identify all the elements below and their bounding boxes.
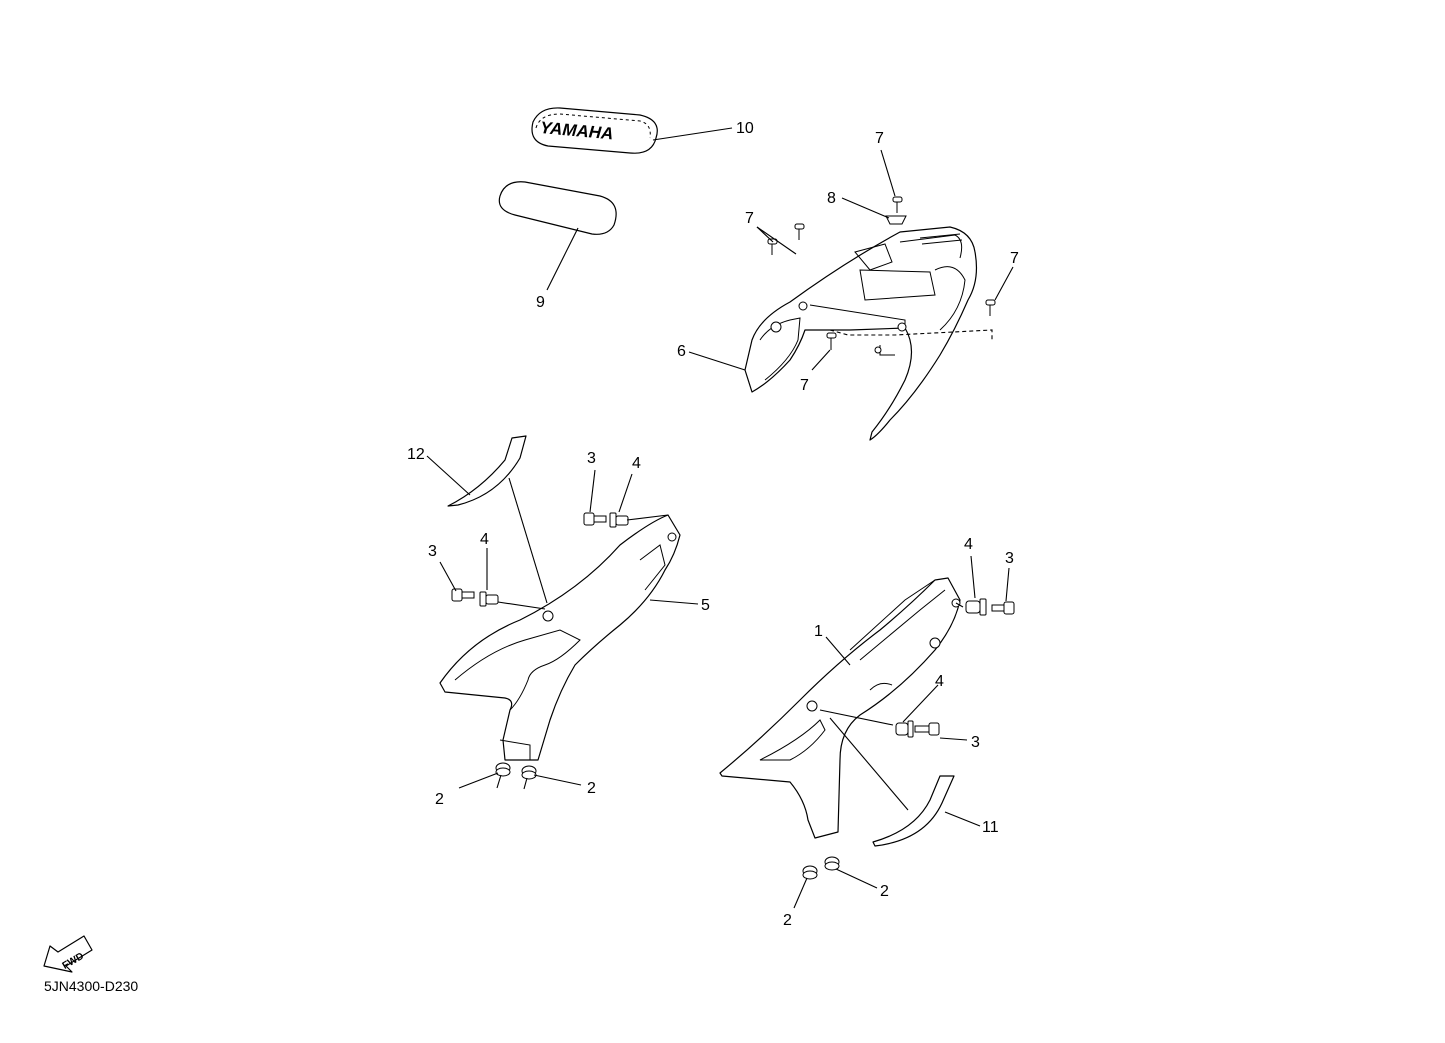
grommet-2-d[interactable]	[824, 856, 840, 871]
callout-10[interactable]: 10	[736, 120, 754, 137]
part-1-right-side-cover[interactable]	[719, 577, 961, 839]
callout-5[interactable]: 5	[701, 597, 710, 614]
callout-7-left[interactable]: 7	[745, 210, 754, 227]
callout-4-left-lower[interactable]: 4	[480, 531, 489, 548]
collar-4-left-lower[interactable]	[479, 591, 499, 607]
callout-7-bottom[interactable]: 7	[800, 377, 809, 394]
callout-12[interactable]: 12	[407, 446, 425, 463]
callout-2-a[interactable]: 2	[435, 791, 444, 808]
bolt-3-left-lower[interactable]	[451, 588, 475, 602]
callout-4-right-upper[interactable]: 4	[964, 536, 973, 553]
bolt-3-left-upper[interactable]	[583, 512, 607, 526]
screw-7-b[interactable]	[794, 223, 805, 240]
part-6-rear-cowl[interactable]	[744, 226, 978, 441]
callout-2-d[interactable]: 2	[783, 912, 792, 929]
grommet-2-c[interactable]	[802, 865, 818, 880]
grommet-2-a[interactable]	[495, 762, 511, 777]
nut-8[interactable]	[885, 215, 907, 225]
callout-2-b[interactable]: 2	[587, 780, 596, 797]
callout-1[interactable]: 1	[814, 623, 823, 640]
callout-8[interactable]: 8	[827, 190, 836, 207]
callout-7-top[interactable]: 7	[875, 130, 884, 147]
part-5-left-side-cover[interactable]	[439, 514, 681, 761]
callout-2-c[interactable]: 2	[880, 883, 889, 900]
callout-4-left-upper[interactable]: 4	[632, 455, 641, 472]
callout-3-left-upper[interactable]: 3	[587, 450, 596, 467]
bolt-3-right-upper[interactable]	[991, 601, 1015, 615]
part-9-gasket[interactable]	[498, 181, 617, 235]
part-10-emblem[interactable]: YAMAHA	[531, 107, 658, 154]
collar-4-right-upper[interactable]	[965, 598, 987, 616]
fwd-arrow-icon: FWD	[43, 935, 93, 973]
grommet-2-b[interactable]	[521, 765, 537, 780]
fasteners	[451, 196, 1015, 880]
callout-labels: 10 9 7 8 7 7 6 7 12 3 4 3 4 5 2 2 4 3 1 …	[407, 120, 1019, 929]
screw-7-d[interactable]	[985, 299, 996, 316]
part-12-decal[interactable]	[447, 435, 527, 507]
emblem-text: YAMAHA	[539, 118, 614, 143]
callout-3-right-upper[interactable]: 3	[1005, 550, 1014, 567]
collar-4-right-lower[interactable]	[895, 720, 914, 738]
screw-7-e[interactable]	[826, 332, 837, 350]
callout-4-right-lower[interactable]: 4	[935, 673, 944, 690]
callout-9[interactable]: 9	[536, 294, 545, 311]
collar-4-left-upper[interactable]	[609, 512, 629, 528]
bolt-3-right-lower[interactable]	[914, 722, 940, 736]
leader-lines	[426, 127, 1014, 909]
fwd-label: FWD	[61, 951, 86, 972]
callout-3-right-lower[interactable]: 3	[971, 734, 980, 751]
callout-6[interactable]: 6	[677, 343, 686, 360]
diagram-code: 5JN4300-D230	[44, 978, 139, 994]
callout-3-left-lower[interactable]: 3	[428, 543, 437, 560]
callout-7-right[interactable]: 7	[1010, 250, 1019, 267]
part-11-decal[interactable]	[872, 775, 955, 847]
callout-11[interactable]: 11	[982, 819, 999, 836]
screw-7-c[interactable]	[892, 196, 903, 213]
